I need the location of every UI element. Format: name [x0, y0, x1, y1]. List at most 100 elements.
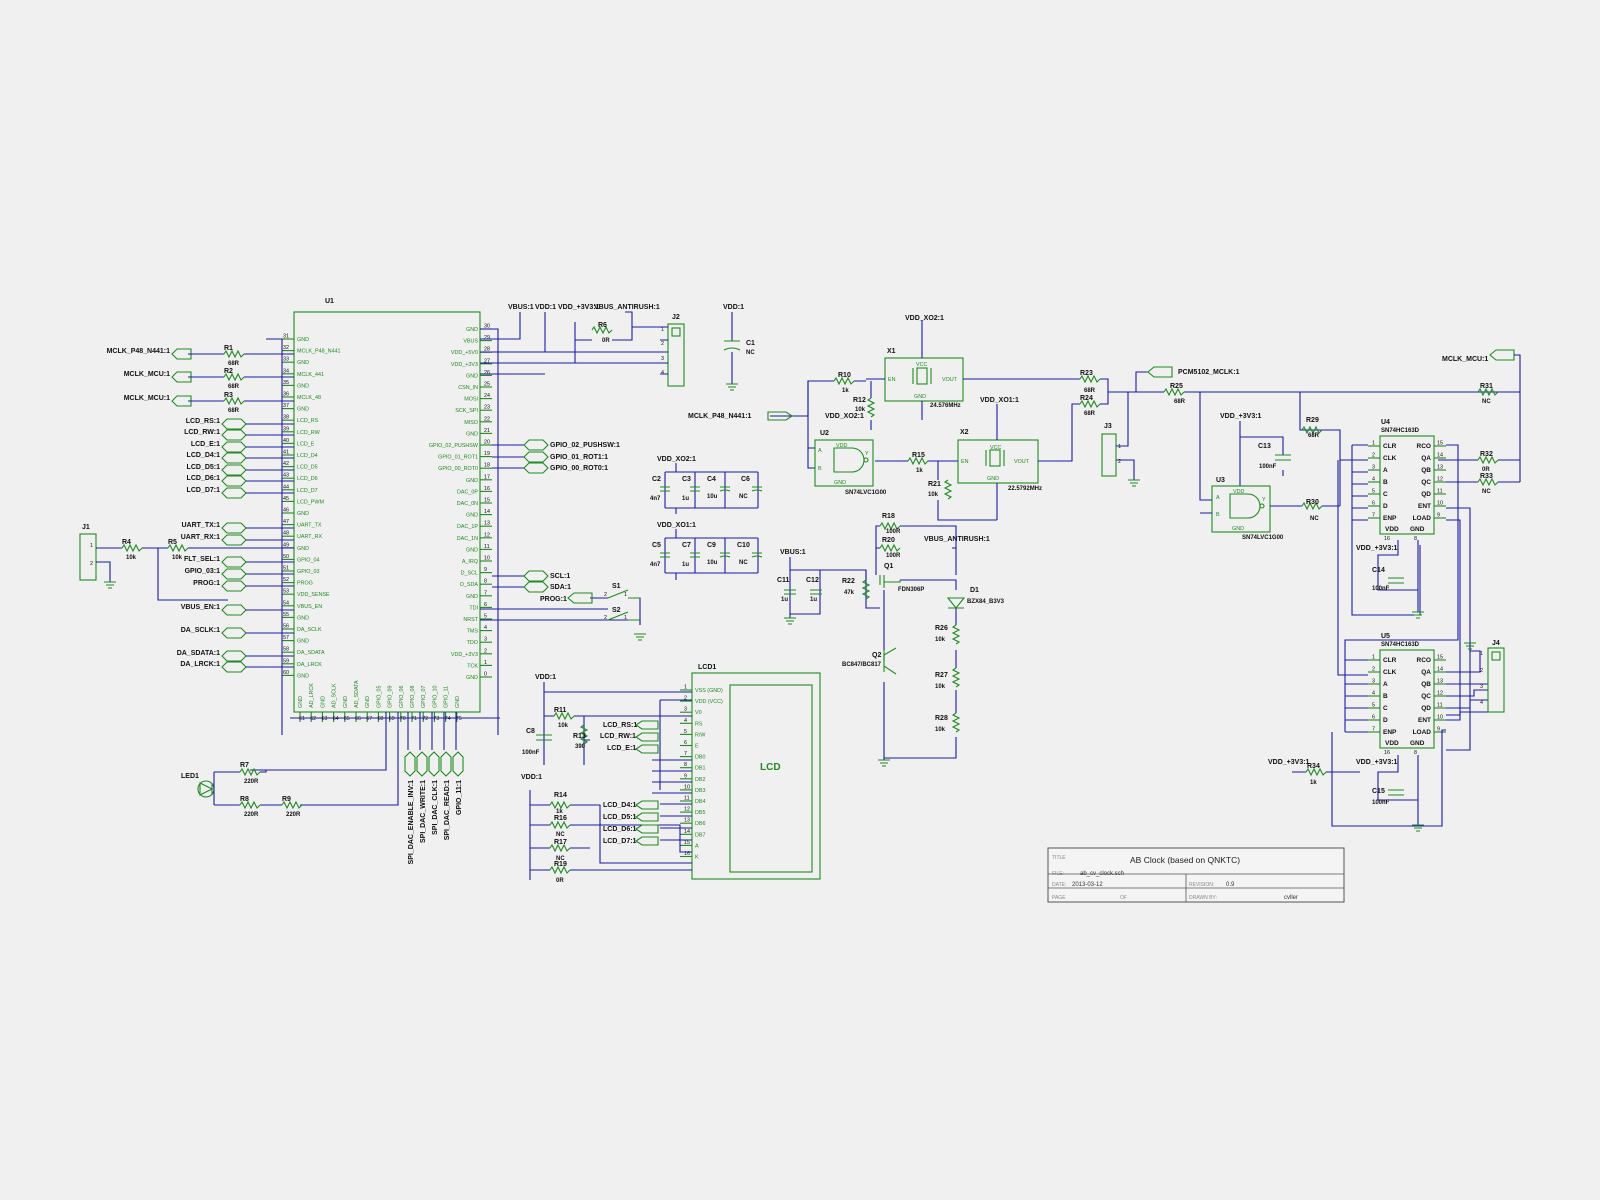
u1-pin-number: 27	[484, 358, 490, 364]
resistor-r9: R9 220R	[281, 796, 303, 818]
u1-pin-label: GND	[466, 594, 478, 600]
svg-text:VCC: VCC	[990, 445, 1001, 451]
counter-pin-label: CLK	[1383, 455, 1397, 462]
svg-text:R18: R18	[882, 513, 895, 520]
svg-text:VDD_XO1:1: VDD_XO1:1	[980, 397, 1019, 404]
net-label: DA_LRCK:1	[180, 661, 220, 668]
svg-text:2: 2	[604, 592, 607, 598]
svg-text:VDD_+3V3:1: VDD_+3V3:1	[558, 304, 600, 311]
counter-pin-number: 12	[1437, 477, 1443, 483]
u1-pin-number: 8	[484, 579, 487, 585]
u1-pin-label: VDD_+3V3	[451, 652, 478, 658]
svg-text:NC: NC	[746, 350, 755, 356]
svg-text:LCD_D7:1: LCD_D7:1	[603, 838, 637, 845]
counter-pin-number: 2	[1372, 453, 1375, 459]
svg-text:MCLK_P48_N441:1: MCLK_P48_N441:1	[688, 413, 752, 420]
svg-text:LED1: LED1	[181, 773, 199, 780]
svg-text:DATE:: DATE:	[1052, 882, 1066, 888]
u1-pin-number: 63	[321, 716, 327, 722]
u1-pin-label: GPIO_03	[297, 569, 319, 575]
svg-text:D1: D1	[970, 587, 979, 594]
svg-text:NC: NC	[1482, 399, 1491, 405]
svg-text:PROG:1: PROG:1	[540, 596, 567, 603]
svg-text:24.576MHz: 24.576MHz	[930, 403, 961, 409]
u1-pin-label: GND	[297, 407, 309, 413]
u1-pin-label: LCD_RW	[297, 430, 321, 436]
svg-text:10k: 10k	[928, 492, 939, 498]
svg-text:R4: R4	[122, 539, 131, 546]
net-label-flag	[452, 751, 464, 777]
lcd-pin-number: 13	[684, 818, 690, 824]
counter-pin-label: RCO	[1417, 657, 1431, 664]
net-label: LCD_D4:1	[187, 452, 221, 459]
svg-text:Q2: Q2	[872, 652, 881, 659]
counter-pin-label: QD	[1421, 705, 1431, 712]
svg-text:EN: EN	[888, 377, 896, 383]
counter-pin-label: QC	[1421, 479, 1431, 486]
counter-pin-label: QA	[1421, 669, 1431, 676]
u1-pin-label: LCD_D7	[297, 488, 318, 494]
net-label-flag	[440, 751, 452, 777]
svg-text:R11: R11	[554, 707, 567, 714]
svg-text:1: 1	[661, 327, 664, 333]
u1-pin-label: GND	[365, 696, 371, 708]
svg-text:R1: R1	[224, 345, 233, 352]
svg-text:VOUT: VOUT	[1014, 459, 1030, 465]
counter-pin-label: ENP	[1383, 729, 1397, 736]
u1-pin-number: 16	[484, 486, 490, 492]
svg-text:R27: R27	[935, 672, 948, 679]
svg-text:0R: 0R	[556, 878, 564, 884]
svg-text:100nF: 100nF	[1372, 800, 1390, 806]
svg-text:10k: 10k	[172, 555, 183, 561]
svg-text:68R: 68R	[228, 408, 240, 414]
u1-pin-label: GND	[343, 696, 349, 708]
svg-text:R31: R31	[1480, 383, 1493, 390]
u1-pin-label: GPIO_08	[410, 686, 416, 708]
net-label-flag	[221, 627, 247, 639]
net-label: LCD_RS:1	[186, 418, 220, 425]
svg-text:68R: 68R	[1308, 433, 1320, 439]
svg-text:SN74HC163D: SN74HC163D	[1381, 642, 1420, 648]
u1-pin-number: 20	[484, 440, 490, 446]
svg-text:B: B	[1216, 512, 1220, 518]
counter-gnd: GND	[1410, 526, 1425, 533]
lcd-pin-number: 14	[684, 829, 690, 835]
u1-pin-number: 30	[484, 324, 490, 330]
u1-pin-number: 18	[484, 463, 490, 469]
lcd-pin-number: 6	[684, 740, 687, 746]
svg-text:C6: C6	[741, 476, 750, 483]
u1-pin-label: GND	[466, 327, 478, 333]
transistor-q2: Q2 BC847/BC817	[842, 647, 897, 675]
u1-pin-label: TMS	[467, 629, 479, 635]
svg-text:4: 4	[661, 370, 664, 376]
lcd-pin-number: 15	[684, 840, 690, 846]
u1-pin-label: AD_SDATA	[354, 680, 360, 708]
svg-text:C1: C1	[746, 340, 755, 347]
u1-pin-label: GND	[297, 639, 309, 645]
u1-pin-label: UART_TX	[297, 523, 322, 529]
u1-pin-number: 41	[283, 450, 289, 456]
u1-pin-number: 50	[283, 554, 289, 560]
u1-bottom-pins: 61GND62AD_LRCK63GND64AD_SCLK65GND66AD_SD…	[298, 680, 462, 722]
net-label-flag	[523, 581, 549, 593]
svg-text:ab_cv_clock.sch: ab_cv_clock.sch	[1080, 871, 1124, 877]
u1-pin-label: LCD_D6	[297, 476, 318, 482]
u1-pin-label: DA_SCLK	[297, 627, 322, 633]
counter-gnd: GND	[1410, 740, 1425, 747]
counter-pin-label: D	[1383, 717, 1388, 724]
lcd-pin-number: 2	[684, 696, 687, 702]
svg-text:J3: J3	[1104, 423, 1112, 430]
lcd-pin-number: 16	[684, 851, 690, 857]
svg-text:10k: 10k	[855, 407, 866, 413]
connector-j4: J4 12 34	[1480, 640, 1505, 713]
counter-pin-label: C	[1383, 705, 1388, 712]
net-label-flag	[523, 570, 549, 582]
net-label: LCD_E:1	[191, 441, 220, 448]
u1-pin-number: 52	[283, 577, 289, 583]
prog-label: PROG:1	[540, 592, 593, 604]
